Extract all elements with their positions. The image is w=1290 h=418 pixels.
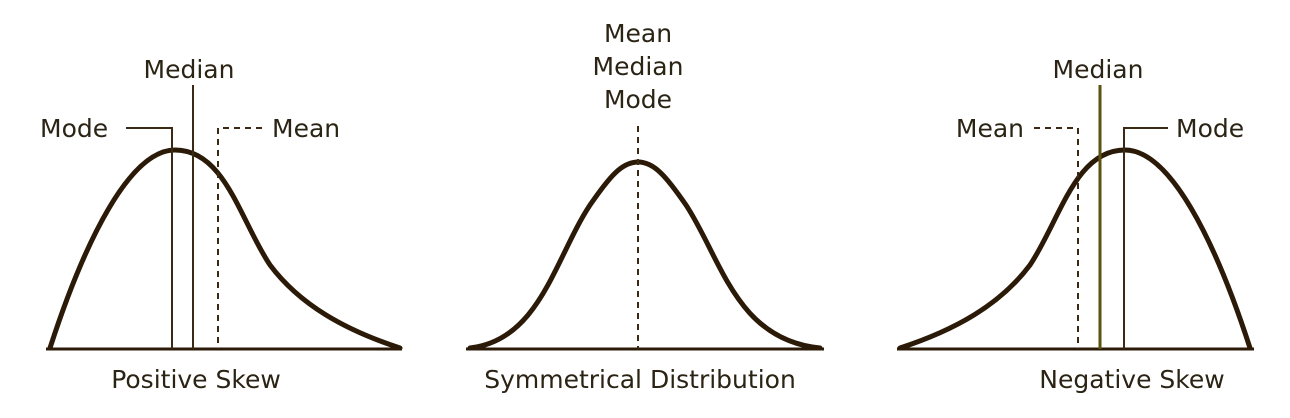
positive-skew-mean-line bbox=[217, 127, 262, 349]
symmetrical-median-label: Median bbox=[593, 52, 684, 81]
positive-skew-mean-label: Mean bbox=[272, 114, 340, 143]
negative-skew-mean-label: Mean bbox=[956, 114, 1024, 143]
positive-skew-caption: Positive Skew bbox=[111, 365, 281, 394]
positive-skew-mode-label: Mode bbox=[40, 114, 108, 143]
panel-positive-skew: Mode Median Mean Positive Skew bbox=[40, 55, 403, 394]
symmetrical-caption: Symmetrical Distribution bbox=[484, 365, 796, 394]
negative-skew-mean-line bbox=[1034, 127, 1079, 349]
symmetrical-mean-label: Mean bbox=[604, 19, 672, 48]
negative-skew-curve bbox=[897, 147, 1253, 351]
negative-skew-median-label: Median bbox=[1053, 55, 1144, 84]
symmetrical-mode-label: Mode bbox=[604, 85, 672, 114]
positive-skew-curve bbox=[47, 147, 403, 351]
negative-skew-mode-label: Mode bbox=[1176, 114, 1244, 143]
panel-negative-skew: Mean Median Mode Negative Skew bbox=[897, 55, 1254, 394]
panel-symmetrical: Mean Median Mode Symmetrical Distributio… bbox=[466, 19, 824, 394]
positive-skew-mode-line bbox=[126, 127, 173, 349]
positive-skew-median-label: Median bbox=[144, 55, 235, 84]
negative-skew-mode-line bbox=[1123, 127, 1168, 349]
symmetrical-curve bbox=[467, 159, 823, 351]
negative-skew-caption: Negative Skew bbox=[1039, 365, 1224, 394]
